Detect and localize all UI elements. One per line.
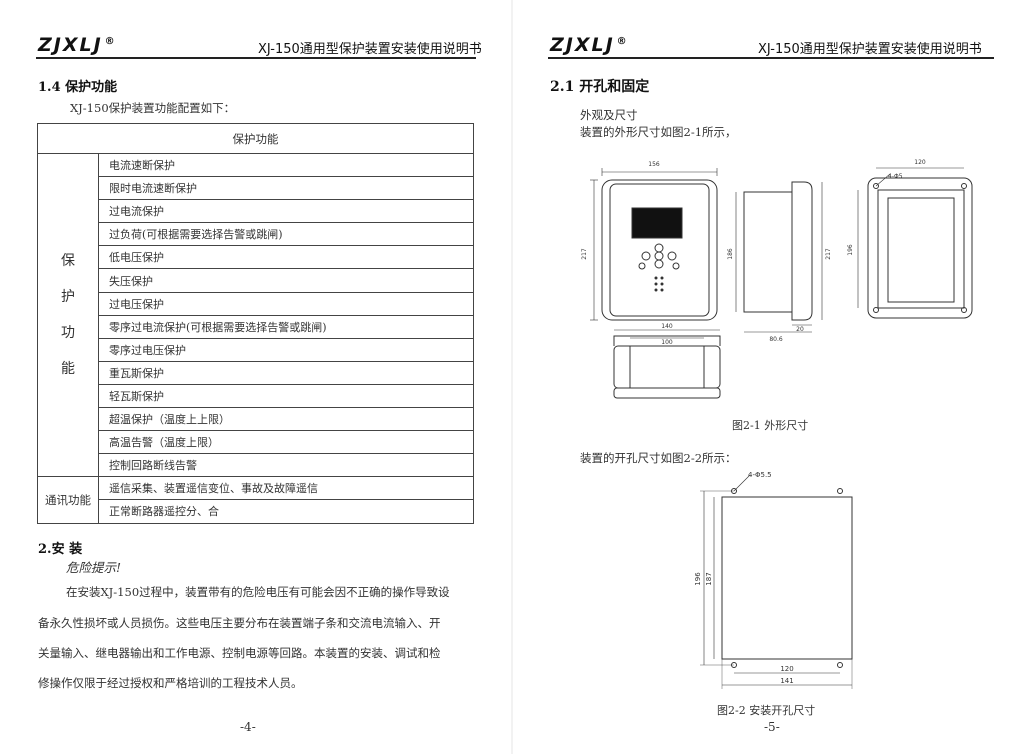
table-row: 高温告警（温度上限） [38, 430, 474, 455]
dim-cutout-hole: 4-Φ5.5 [748, 471, 772, 479]
protection-function-item: 控制回路断线告警 [98, 453, 474, 478]
protection-function-item: 零序过电流保护(可根据需要选择告警或跳闸) [98, 314, 474, 339]
intro-text: XJ-150保护装置功能配置如下： [70, 101, 236, 115]
dim-front-width: 156 [648, 161, 660, 168]
dim-side-flange: 20 [796, 326, 804, 333]
company-logo-right: ZJXLJ® [550, 34, 629, 56]
paragraph-line-4: 修操作仅限于经过授权和严格培训的工程技术人员。 [38, 676, 303, 690]
company-logo: ZJXLJ® [38, 34, 117, 56]
dim-side-outer-height: 217 [825, 248, 832, 260]
dim-cutout-inner-width: 120 [780, 665, 793, 673]
fig2-intro: 装置的开孔尺寸如图2-2所示： [580, 451, 737, 465]
protection-function-item: 零序过电压保护 [98, 337, 474, 362]
dim-bottom-outer: 140 [661, 323, 673, 330]
dim-side-depth: 80.6 [769, 336, 783, 343]
cutout-rectangle [721, 496, 853, 660]
protection-function-item: 重瓦斯保护 [98, 360, 474, 385]
protection-function-item: 限时电流速断保护 [98, 176, 474, 201]
left-page: ZJXLJ® XJ-150通用型保护装置安装使用说明书 1.4 保护功能 XJ-… [36, 34, 482, 734]
dim-bottom-inner: 100 [661, 339, 673, 346]
dim-cutout-outer-height: 196 [694, 572, 702, 586]
fig2-caption: 图2-2 安装开孔尺寸 [717, 704, 816, 717]
appearance-label: 外观及尺寸 [580, 108, 638, 122]
table-row: 超温保护（温度上上限） [38, 407, 474, 432]
dim-side-inner-height: 186 [727, 248, 734, 260]
protection-function-item: 过电压保护 [98, 291, 474, 316]
paragraph-line-1: 在安装XJ-150过程中，装置带有的危险电压有可能会因不正确的操作导致设 [66, 585, 450, 599]
side-view-body [743, 191, 793, 313]
group-protection-label: 保护功能 [37, 152, 99, 478]
dim-front-height: 217 [581, 248, 588, 260]
warning-text: 危险提示! [66, 560, 122, 575]
protection-function-item: 电流速断保护 [98, 152, 474, 178]
table-row: 正常断路器遥控分、合 [38, 499, 474, 524]
table-row: 限时电流速断保护 [38, 176, 474, 201]
protection-function-item: 轻瓦斯保护 [98, 383, 474, 409]
group-label-char: 护 [61, 289, 75, 306]
section-title-right: 2.1 开孔和固定 [550, 79, 650, 95]
paragraph-line-3: 关量输入、继电器输出和工作电源、控制电源等回路。本装置的安装、调试和检 [38, 646, 441, 660]
page-gutter [511, 0, 513, 754]
dim-back-height: 196 [847, 244, 854, 256]
dim-back-width: 120 [914, 159, 926, 166]
protection-function-item: 低电压保护 [98, 245, 474, 270]
fig1-intro: 装置的外形尺寸如图2-1所示， [580, 125, 737, 139]
table-row: 失压保护 [38, 268, 474, 293]
page-number-right: -5- [764, 720, 780, 734]
section-title: 1.4 保护功能 [38, 80, 118, 95]
protection-function-item: 超温保护（温度上上限） [98, 407, 474, 432]
group-communication-label: 通讯功能 [37, 476, 99, 524]
group-label-char: 保 [61, 253, 75, 270]
page-number-left: -4- [240, 720, 256, 734]
table-row: 低电压保护 [38, 245, 474, 270]
table-row: 过负荷(可根据需要选择告警或跳闸) [38, 222, 474, 247]
function-table-body: 保护功能保护功能电流速断保护限时电流速断保护过电流保护过负荷(可根据需要选择告警… [37, 123, 474, 524]
table-row: 过电压保护 [38, 291, 474, 316]
dim-cutout-inner-height: 187 [705, 572, 713, 585]
document-title-right: XJ-150通用型保护装置安装使用说明书 [758, 42, 982, 57]
table-row: 过电流保护 [38, 199, 474, 224]
table-row: 零序过电压保护 [38, 337, 474, 362]
protection-function-item: 过负荷(可根据需要选择告警或跳闸) [98, 222, 474, 247]
group-label-char: 功 [61, 325, 75, 342]
back-view-body [867, 177, 973, 319]
figure-2-1-outline-drawing: 156 217 186 217 80.6 20 120 196 4-Φ5 140… [581, 159, 973, 399]
document-title: XJ-150通用型保护装置安装使用说明书 [258, 42, 482, 57]
figure-2-2-cutout-drawing: 196 187 120 141 4-Φ5.5 [694, 471, 853, 689]
dim-back-hole: 4-Φ5 [888, 173, 903, 180]
communication-function-item: 遥信采集、装置遥信变位、事故及故障遥信 [98, 476, 474, 501]
fig1-caption: 图2-1 外形尺寸 [732, 419, 809, 432]
table-row: 轻瓦斯保护 [38, 383, 474, 409]
table-row: 零序过电流保护(可根据需要选择告警或跳闸) [38, 314, 474, 339]
group-label-char: 能 [61, 361, 75, 378]
header-rule-right [548, 57, 994, 59]
header-rule [36, 57, 476, 59]
section2-title: 2.安 装 [38, 542, 83, 557]
table-row: 重瓦斯保护 [38, 360, 474, 385]
front-display-screen [631, 207, 683, 239]
paragraph-line-2: 备永久性损坏或人员损伤。这些电压主要分布在装置端子条和交流电流输入、开 [38, 616, 441, 630]
table-row: 保护功能电流速断保护 [37, 152, 474, 478]
table-row: 通讯功能遥信采集、装置遥信变位、事故及故障遥信 [37, 476, 474, 524]
right-page: ZJXLJ® XJ-150通用型保护装置安装使用说明书 2.1 开孔和固定 外观… [512, 0, 1024, 754]
communication-function-item: 正常断路器遥控分、合 [98, 499, 474, 524]
dim-cutout-outer-width: 141 [780, 677, 793, 685]
protection-function-item: 过电流保护 [98, 199, 474, 224]
protection-function-item: 高温告警（温度上限） [98, 430, 474, 455]
table-row: 控制回路断线告警 [38, 453, 474, 478]
protection-function-item: 失压保护 [98, 268, 474, 293]
front-view-body [601, 179, 718, 321]
table-header: 保护功能 [37, 123, 474, 154]
